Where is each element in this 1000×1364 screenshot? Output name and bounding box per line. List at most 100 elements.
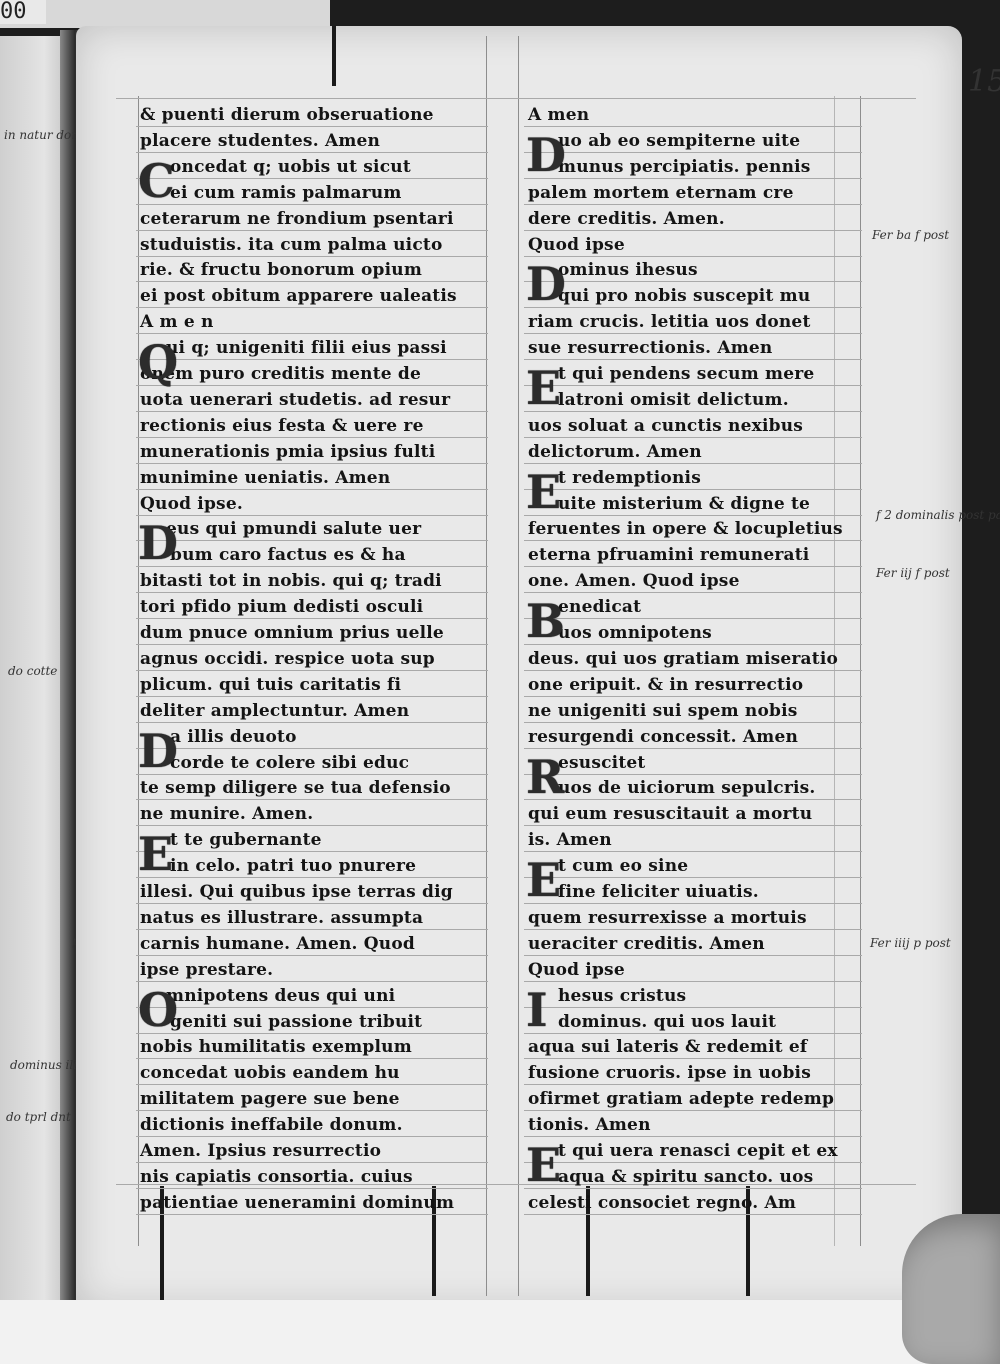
text-line: dominus. qui uos lauit: [558, 1011, 777, 1032]
text-line: uos de uiciorum sepulcris.: [558, 778, 816, 799]
margin-note: Fer iij f post: [876, 566, 950, 580]
ruling-line: [524, 928, 862, 930]
ruling-line: [524, 255, 862, 257]
ruling-line: [136, 980, 488, 982]
text-line: patientiae ueneramini dominum: [140, 1192, 455, 1213]
decorated-initial: B: [526, 594, 565, 649]
margin-note: in natur dom: [4, 128, 83, 142]
text-line: t te gubernante: [170, 830, 322, 851]
ruling-line: [524, 488, 862, 490]
text-line: qui pro nobis suscepit mu: [558, 286, 811, 307]
ruling-line: [136, 1162, 488, 1163]
margin-note: Fer iiij p post: [870, 936, 951, 950]
text-line: t qui uera renasci cepit et ex: [558, 1141, 838, 1161]
text-line: qui eum resuscitauit a mortu: [528, 804, 813, 825]
ruling-line: [518, 36, 519, 1296]
text-line: concedat uobis eandem hu: [140, 1063, 400, 1084]
margin-note: Fer ba f post: [872, 228, 950, 242]
text-line: uite misterium & digne te: [558, 493, 811, 514]
ruling-line: [136, 1213, 488, 1215]
ruling-line: [524, 877, 862, 879]
decorated-initial: E: [526, 464, 562, 519]
ruling-line: [524, 151, 862, 153]
ruling-line: [524, 851, 862, 853]
ruling-line: [524, 1110, 862, 1112]
text-line: uos soluat a cunctis nexibus: [528, 415, 804, 436]
text-line: dum pnuce omnium prius uelle: [140, 623, 444, 643]
text-line: sue resurrectionis. Amen: [528, 338, 773, 359]
text-line: fusione cruoris. ipse in uobis: [528, 1063, 811, 1084]
ruling-line: [524, 203, 862, 205]
text-line: fine feliciter uiuatis.: [558, 882, 759, 902]
text-line: ei post obitum apparere ualeatis: [140, 286, 457, 307]
ruling-line: [136, 514, 488, 516]
text-line: enedicat: [558, 597, 642, 618]
text-line: tionis. Amen: [528, 1115, 651, 1136]
ruling-line: [136, 644, 488, 645]
text-line: oncedat q; uobis ut sicut: [170, 156, 411, 177]
ruling-line: [486, 36, 487, 1296]
text-line: & puenti dierum obseruatione: [140, 105, 434, 125]
text-line: Quod ipse.: [140, 493, 243, 514]
text-line: in celo. patri tuo pnurere: [170, 856, 417, 877]
ruling-line: [136, 436, 488, 438]
ruling-line: [136, 799, 488, 801]
text-line: dictionis ineffabile donum.: [140, 1115, 403, 1136]
ruling-line: [136, 540, 488, 542]
text-line: t qui pendens secum mere: [558, 364, 815, 384]
text-line: Quod ipse: [528, 234, 625, 255]
ruling-line: [524, 644, 862, 645]
ruling-line: [524, 410, 862, 412]
text-line: t cum eo sine: [558, 856, 689, 877]
pen-stroke: [432, 1186, 436, 1296]
ruling-line: [136, 1084, 488, 1086]
text-line: latroni omisit delictum.: [558, 389, 789, 410]
ruling-line: [136, 695, 488, 697]
text-line: bum caro factus es & ha: [170, 545, 406, 566]
text-line: aqua & spiritu sancto. uos: [558, 1166, 814, 1187]
text-line: uo ab eo sempiterne uite: [558, 130, 801, 151]
ruling-line: [136, 747, 488, 749]
ruling-line: [524, 773, 862, 775]
text-line: te semp diligere se tua defensio: [140, 778, 451, 799]
decorated-initial: E: [526, 361, 562, 415]
ruling-line: [136, 954, 488, 956]
text-line: onem puro creditis mente de: [140, 364, 422, 384]
ruling-line: [136, 877, 488, 879]
ruling-line: [136, 1110, 488, 1112]
text-line: illesi. Qui quibus ipse terras dig: [140, 882, 453, 902]
ruling-line: [136, 151, 488, 153]
ruling-line: [524, 1058, 862, 1060]
text-line: is. Amen: [528, 830, 612, 851]
text-line: mnipotens deus qui uni: [166, 985, 396, 1006]
ruling-line: [524, 618, 862, 620]
text-line: A m e n: [140, 312, 214, 333]
ruling-line: [524, 1006, 862, 1008]
ruling-line: [136, 281, 488, 283]
ruling-line: [524, 436, 862, 438]
text-line: Amen. Ipsius resurrectio: [140, 1141, 382, 1161]
ruling-line: [138, 96, 139, 1246]
ruling-line: [136, 1058, 488, 1060]
text-line: ofirmet gratiam adepte redemp: [528, 1089, 835, 1110]
text-line: carnis humane. Amen. Quod: [140, 933, 415, 954]
ruling-line: [136, 333, 488, 335]
text-line: geniti sui passione tribuit: [170, 1011, 423, 1032]
reader-thumb: [902, 1214, 1000, 1364]
manuscript-page: 159 & puenti dierum obseruationeplacere …: [76, 26, 1000, 1310]
text-line: esuscitet: [558, 752, 646, 773]
ruling-line: [136, 773, 488, 775]
ruling-line: [524, 1136, 862, 1138]
decorated-initial: I: [526, 982, 548, 1037]
text-line: militatem pagere sue bene: [140, 1089, 400, 1110]
text-line: t redemptionis: [558, 467, 701, 488]
ruling-line: [136, 1006, 488, 1008]
corner-label: 00: [0, 0, 46, 24]
ruling-line: [136, 903, 488, 904]
text-line: feruentes in opere & locupletius: [528, 519, 843, 540]
decorated-initial: E: [138, 827, 174, 882]
decorated-initial: D: [526, 127, 566, 182]
decorated-initial: O: [138, 982, 179, 1037]
